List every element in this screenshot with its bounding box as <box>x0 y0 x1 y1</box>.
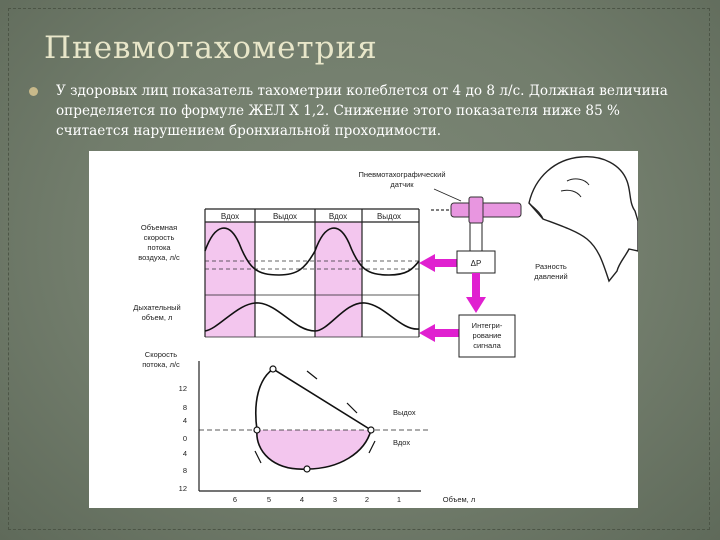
flow-tick-6: 8 <box>183 466 187 475</box>
exhale-label: Выдох <box>393 408 416 417</box>
bullet-icon <box>29 87 38 96</box>
integration-label-3: сигнала <box>473 341 501 350</box>
integration-label-1: Интегри- <box>472 321 503 330</box>
dp-label: ΔP <box>471 259 482 268</box>
volume-tick-3: 4 <box>300 495 304 504</box>
arrow-down-icon <box>466 273 486 313</box>
inhale-band-2 <box>315 222 362 337</box>
flow-tick-3: 4 <box>183 416 187 425</box>
sensor-label-2: датчик <box>390 180 414 189</box>
volume-tick-6: 1 <box>397 495 401 504</box>
sensor-label-1: Пневмотахографический <box>358 170 445 179</box>
flow-tick-7: 12 <box>179 484 187 493</box>
bullet-text: У здоровых лиц показатель тахометрии кол… <box>56 83 668 139</box>
volume-curve <box>204 302 420 332</box>
sensor-tube <box>450 202 522 218</box>
pneumotachography-figure: Вдох Выдох Вдох Выдох Объемная скорость … <box>89 151 638 508</box>
inhale-label: Вдох <box>393 438 410 447</box>
integration-box <box>458 314 516 358</box>
pressure-diff-label-1: Разность <box>535 262 567 271</box>
inhale-band-1 <box>205 222 255 337</box>
phase-label-3: Вдох <box>329 212 347 221</box>
volume-speed-label-4: воздуха, л/с <box>138 253 180 262</box>
flow-axis-label-1: Скорость <box>145 350 177 359</box>
figure-svg: Вдох Выдох Вдох Выдох Объемная скорость … <box>133 156 638 504</box>
volume-tick-1: 6 <box>233 495 237 504</box>
volume-tick-4: 3 <box>333 495 337 504</box>
inhale-fill <box>256 430 371 470</box>
flow-tick-2: 8 <box>183 403 187 412</box>
slide-title: Пневмотахометрия <box>44 30 378 66</box>
volume-speed-label-1: Объемная <box>141 223 177 232</box>
tidal-volume-label-2: объем, л <box>142 313 173 322</box>
volume-tick-5: 2 <box>365 495 369 504</box>
volume-speed-label-3: потока <box>147 243 171 252</box>
phase-label-2: Выдох <box>273 212 297 221</box>
flow-axis-label-2: потока, л/с <box>142 360 180 369</box>
head-profile-icon <box>528 156 638 283</box>
volume-axis-label: Объем, л <box>443 495 475 504</box>
volume-tick-2: 5 <box>267 495 271 504</box>
flow-curve <box>204 227 420 276</box>
phase-label-4: Выдох <box>377 212 401 221</box>
flow-tick-4: 0 <box>183 434 187 443</box>
tidal-volume-label-1: Дыхательный <box>133 303 180 312</box>
sensor-body <box>468 196 484 224</box>
integration-label-2: рование <box>473 331 502 340</box>
flow-tick-5: 4 <box>183 449 187 458</box>
flow-tick-1: 12 <box>179 384 187 393</box>
slide-frame <box>8 8 710 530</box>
phase-label-1: Вдох <box>221 212 239 221</box>
flow-volume-loop <box>254 368 372 470</box>
pressure-diff-label-2: давлений <box>534 272 567 281</box>
arrow-to-volume-icon <box>419 324 459 342</box>
arrow-to-flow-icon <box>419 254 459 272</box>
volume-speed-label-2: скорость <box>144 233 175 242</box>
